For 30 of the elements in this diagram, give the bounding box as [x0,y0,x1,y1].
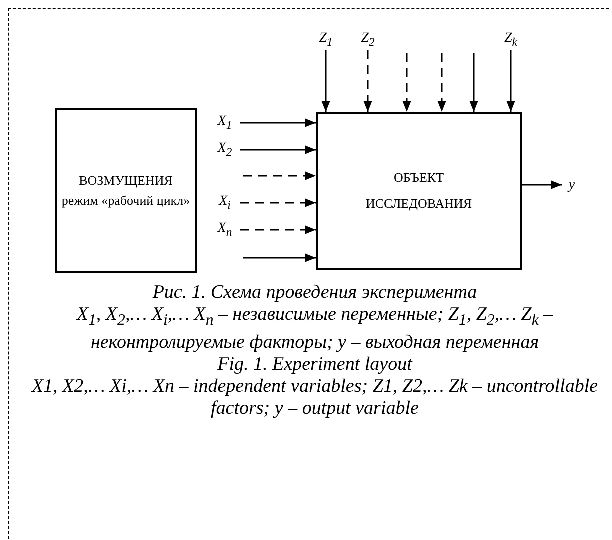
arrow [240,198,316,208]
arrow [438,53,446,112]
arrow [240,146,316,154]
variable-label: y [568,179,576,193]
box-text: ОБЪЕКТ ИССЛЕДОВАНИЯ [364,169,474,213]
arrow [470,53,478,112]
caption-note: X1, X2,… Xi,… Xn – independent variables; Z1, Z2,… Zk – uncontrollable factors; y – output variable [30,376,600,420]
variable-label: X$_{n}$ [218,222,232,238]
object-box [316,112,522,270]
variable-label: Z$_{2}$ [361,32,375,48]
arrow [240,226,316,234]
variable-label: Z$_{k}$ [504,32,518,48]
caption: Рис. 1. Схема проведения эксперимента [152,282,478,304]
arrow [322,50,330,112]
variable-label: X$_{i}$ [219,194,231,212]
caption-note: Fig. 1. Experiment layout [216,354,414,376]
arrow [522,180,562,190]
arrow [243,254,316,262]
arrow [402,53,412,112]
arrow [240,118,316,128]
variable-label: X$_{2}$ [218,142,232,158]
variable-label: X$_{1}$ [218,114,232,132]
variable-label: Z$_{1}$ [319,32,333,48]
box-text: режим «рабочий цикл» [62,192,190,210]
disturbance-box [55,108,197,273]
arrow [243,172,316,180]
caption-note: X$_{1}$, X$_{2}$,… X$_{i}$,… X$_{n}$ – независимые переменные; Z$_{1}$, Z$_{2}$,… Z$_{k}$ – неконтролируемые факторы; y – выходная переменная [75,304,554,354]
arrow [506,50,516,112]
box-text: ВОЗМУЩЕНИЯ [79,172,173,190]
arrow [364,50,372,112]
